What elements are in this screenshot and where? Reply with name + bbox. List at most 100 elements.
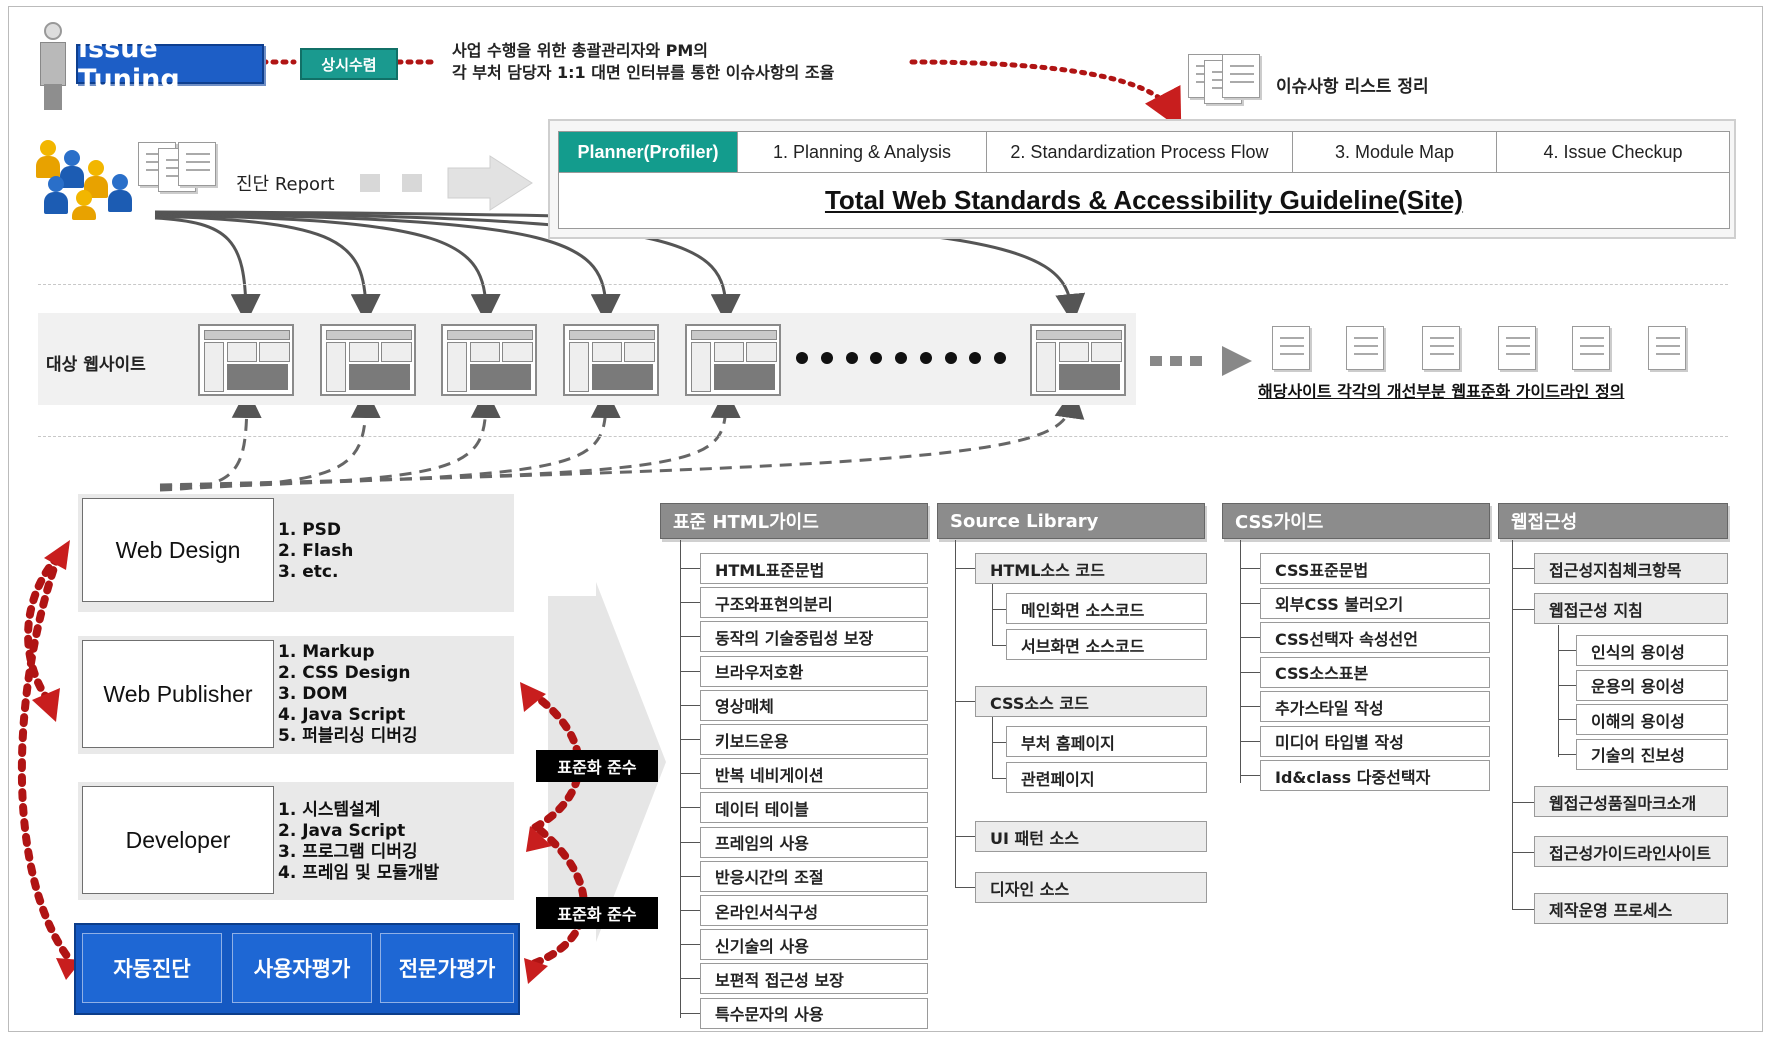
production-process: 제작운영 프로세스 <box>1534 893 1728 924</box>
guideline-doc-icon <box>1648 326 1686 370</box>
tree-line <box>680 602 700 604</box>
task-item: 3. 프로그램 디버깅 <box>278 842 418 862</box>
tree-line <box>1512 609 1534 610</box>
css-guide-item: 미디어 타입별 작성 <box>1260 725 1490 757</box>
html-guide-item: 브라우저호환 <box>700 655 928 687</box>
css-guide-item: Id&class 다중선택자 <box>1260 760 1490 791</box>
tree-line <box>680 875 700 877</box>
separator <box>38 284 1728 285</box>
tree-line <box>955 540 956 888</box>
progress-chevron <box>402 174 422 192</box>
always-collect-tag: 상시수렴 <box>300 48 398 80</box>
progress-chevron <box>360 174 380 192</box>
source-library-header: Source Library <box>937 503 1205 539</box>
red-arrowhead <box>32 688 60 722</box>
html-guide-item: 데이터 테이블 <box>700 792 928 824</box>
task-item: 1. 시스템설계 <box>278 800 381 820</box>
task-item: 3. etc. <box>278 562 339 582</box>
design-source: 디자인 소스 <box>975 872 1207 903</box>
role-web-design: Web Design <box>82 498 274 602</box>
red-arrowhead <box>526 826 552 852</box>
tree-line <box>1558 719 1576 720</box>
css-guide-item: CSS선택자 속성선언 <box>1260 622 1490 653</box>
dashed-arrow <box>159 388 1085 487</box>
html-guide-item: 특수문자의 사용 <box>700 997 928 1029</box>
ministry-homepage: 부처 홈페이지 <box>1006 726 1207 757</box>
html-guide-item: 보편적 접근성 보장 <box>700 963 928 995</box>
site-thumbnail <box>563 324 659 396</box>
target-sites-label: 대상 웹사이트 <box>46 355 146 375</box>
tree-line <box>992 778 1006 779</box>
tree-line <box>680 636 700 638</box>
tree-line <box>680 540 681 1018</box>
task-item: 2. Flash <box>278 541 354 561</box>
tree-line <box>680 910 700 911</box>
tree-line <box>680 1012 700 1014</box>
css-guide-item: 추가스타일 작성 <box>1260 691 1490 722</box>
tree-line <box>1240 740 1260 742</box>
related-pages: 관련페이지 <box>1006 762 1207 793</box>
accessibility-principle: 운용의 용이성 <box>1576 669 1728 701</box>
tree-line <box>1240 637 1260 638</box>
tree-line <box>955 568 975 569</box>
ellipsis-dots <box>796 352 1006 368</box>
tab-planning-analysis[interactable]: 1. Planning & Analysis <box>738 132 987 172</box>
issue-tuning-label: Issue Tuning <box>76 33 264 95</box>
eval-expert-review: 전문가평가 <box>380 933 514 1003</box>
progress-chevron <box>1190 356 1202 366</box>
accessibility-guideline: 웹접근성 지침 <box>1534 593 1728 624</box>
diagram-frame <box>8 6 1763 1032</box>
site-thumbnail <box>685 324 781 396</box>
red-arrowhead <box>520 682 546 712</box>
eval-auto-diagnosis: 자동진단 <box>82 933 222 1003</box>
accessibility-checklist: 접근성지침체크항목 <box>1534 553 1728 584</box>
tree-line <box>1512 909 1534 910</box>
guideline-doc-icon <box>1498 326 1536 370</box>
role-web-publisher-tasks: 1. Markup 2. CSS Design 3. DOM 4. Java S… <box>278 642 418 747</box>
red-dotted-arrow <box>24 552 62 704</box>
tree-line <box>955 887 975 888</box>
guideline-title-text: Total Web Standards & Accessibility Guid… <box>824 185 1464 215</box>
tree-line <box>1240 602 1260 604</box>
html-source-code: HTML소스 코드 <box>975 553 1207 584</box>
accessibility-principle: 기술의 진보성 <box>1576 738 1728 770</box>
report-label: 진단 Report <box>236 174 335 195</box>
tree-line <box>680 773 700 775</box>
separator <box>38 436 1728 437</box>
accessibility-guide-sites: 접근성가이드라인사이트 <box>1534 836 1728 867</box>
flow-arrow <box>154 216 261 324</box>
sub-screen-source: 서브화면 소스코드 <box>1006 629 1207 660</box>
tree-line <box>680 739 700 740</box>
role-web-publisher: Web Publisher <box>82 640 274 748</box>
tab-planner[interactable]: Planner(Profiler) <box>559 132 738 172</box>
html-guide-item: 구조와표현의분리 <box>700 587 928 619</box>
dotted-arrow <box>909 59 1182 130</box>
tree-line <box>1558 684 1576 686</box>
flow-arrow <box>154 213 501 324</box>
main-screen-source: 메인화면 소스코드 <box>1006 593 1207 624</box>
task-item: 1. PSD <box>278 520 342 540</box>
tab-module-map[interactable]: 3. Module Map <box>1293 132 1497 172</box>
tree-line <box>1558 753 1576 755</box>
site-thumbnail <box>441 324 537 396</box>
web-accessibility-header: 웹접근성 <box>1498 503 1728 539</box>
issue-list-label: 이슈사항 리스트 정리 <box>1276 77 1429 97</box>
html-guide-item: 프레임의 사용 <box>700 826 928 858</box>
tree-line <box>1240 671 1260 673</box>
html-guide-item: 영상매체 <box>700 689 928 721</box>
ui-pattern-source: UI 패턴 소스 <box>975 821 1207 852</box>
html-guide-item: 반복 네비게이션 <box>700 758 928 790</box>
tree-line <box>1512 852 1534 853</box>
tree-line <box>680 568 700 569</box>
tab-standardization-flow[interactable]: 2. Standardization Process Flow <box>987 132 1293 172</box>
tree-line <box>680 978 700 980</box>
tree-line <box>680 807 700 809</box>
quality-mark-intro: 웹접근성품질마크소개 <box>1534 786 1728 817</box>
tab-issue-checkup[interactable]: 4. Issue Checkup <box>1543 141 1683 162</box>
tree-line <box>1558 625 1559 757</box>
red-dotted-arrow <box>17 552 74 964</box>
tree-line <box>680 670 700 672</box>
tree-line <box>1240 540 1241 783</box>
red-arrowhead <box>524 958 548 984</box>
red-arrowhead <box>44 540 70 570</box>
